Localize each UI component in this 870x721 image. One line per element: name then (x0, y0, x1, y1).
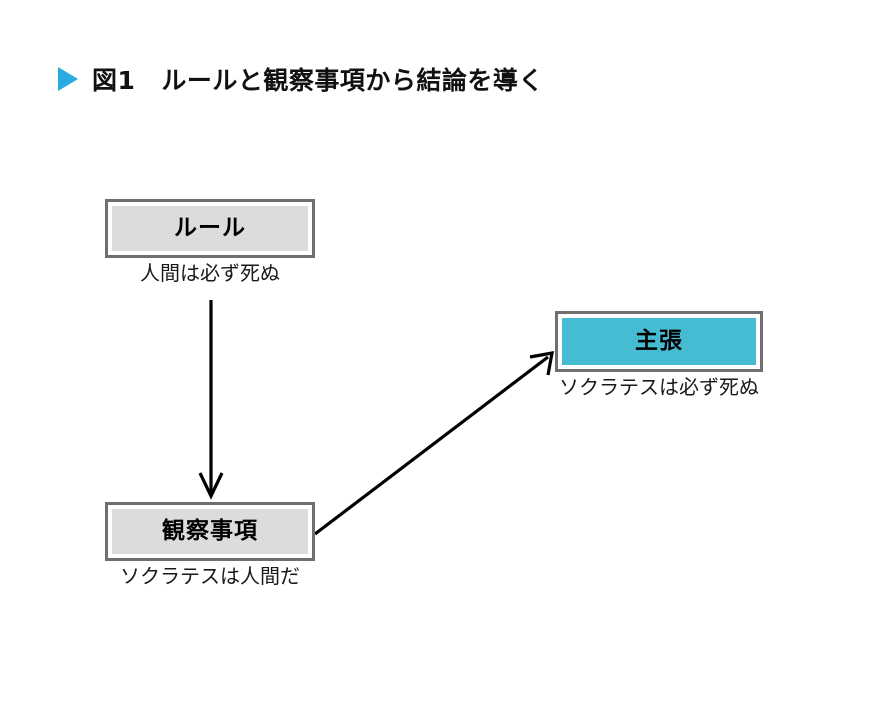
node-rule: ルール 人間は必ず死ぬ (105, 199, 315, 283)
arrow-observation-to-claim (314, 351, 554, 536)
node-claim: 主張 ソクラテスは必ず死ぬ (555, 311, 763, 397)
node-rule-title: ルール (174, 215, 246, 241)
node-observation-box: 観察事項 (105, 502, 315, 561)
node-rule-box: ルール (105, 199, 315, 258)
figure-number: 図1 (92, 66, 136, 95)
node-observation-caption: ソクラテスは人間だ (120, 564, 300, 588)
figure-title: 図1 ルールと観察事項から結論を導く (58, 62, 544, 96)
node-observation-fill: 観察事項 (112, 509, 308, 554)
node-observation: 観察事項 ソクラテスは人間だ (105, 502, 315, 586)
node-claim-box: 主張 (555, 311, 763, 372)
node-rule-caption: 人間は必ず死ぬ (140, 261, 280, 285)
node-claim-fill: 主張 (562, 318, 756, 365)
node-claim-title: 主張 (635, 328, 683, 354)
node-observation-title: 観察事項 (162, 518, 258, 544)
arrow-rule-to-observation (198, 300, 224, 500)
node-claim-caption: ソクラテスは必ず死ぬ (559, 375, 759, 399)
triangle-bullet-icon (58, 67, 78, 91)
figure-title-text: ルールと観察事項から結論を導く (161, 66, 544, 95)
node-rule-fill: ルール (112, 206, 308, 251)
